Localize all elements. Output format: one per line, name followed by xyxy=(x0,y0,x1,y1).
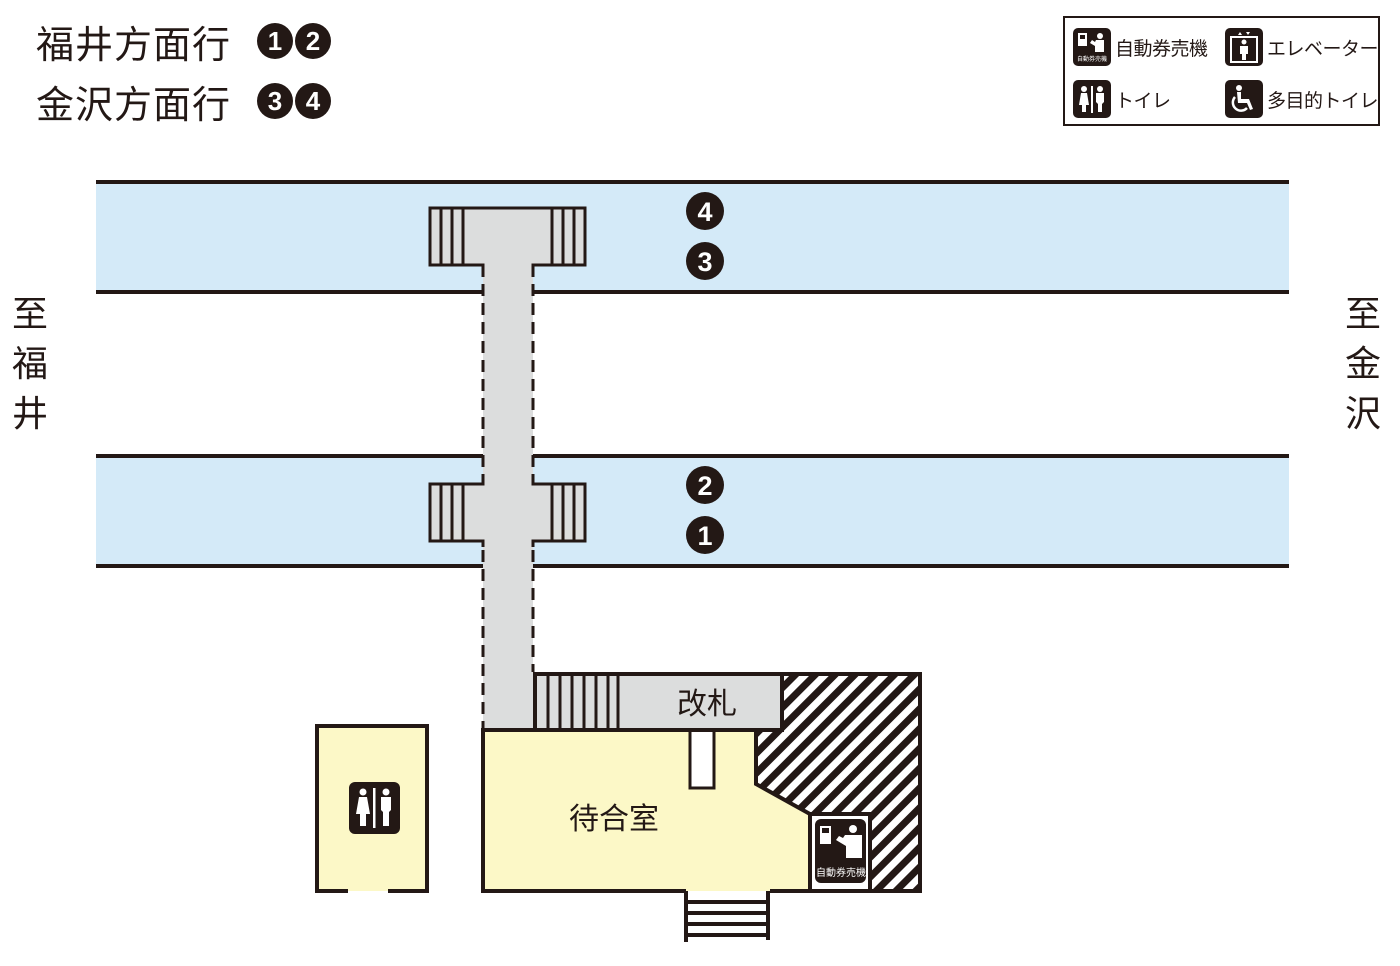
legend-item-restroom: トイレ xyxy=(1073,80,1171,118)
direction-to-kanazawa: 至 金 沢 xyxy=(1343,290,1383,440)
legend-label: 自動券売機 xyxy=(1115,37,1208,60)
direction-to-fukui: 至 福 井 xyxy=(10,290,50,440)
track-line xyxy=(96,180,1289,184)
platform-badge: 1 xyxy=(257,23,294,59)
side-char: 井 xyxy=(11,394,48,435)
ticket-gate-label: 改札 xyxy=(677,687,737,722)
pillar xyxy=(688,728,716,790)
restroom-icon xyxy=(1073,80,1111,118)
restroom-icon xyxy=(349,782,400,834)
track-badge-3: 3 xyxy=(686,242,724,280)
stairs-lower-platform[interactable] xyxy=(428,478,587,547)
direction-fukui: 福井方面行 1 2 xyxy=(36,16,332,67)
svg-text:4: 4 xyxy=(697,197,712,227)
track-line xyxy=(96,290,1289,294)
legend: 自動券売機 自動券売機 エレベーター トイレ xyxy=(1063,16,1380,126)
staff-area xyxy=(756,674,920,891)
wheelchair-icon xyxy=(1225,80,1263,118)
waiting-room-label: 待合室 xyxy=(569,802,659,837)
svg-text:2: 2 xyxy=(697,471,712,501)
legend-label: 多目的トイレ xyxy=(1267,89,1379,112)
waiting-room[interactable]: 待合室 xyxy=(483,728,810,891)
elevator-icon xyxy=(1225,28,1263,66)
track-line xyxy=(96,564,1289,568)
platform-badge: 4 xyxy=(295,83,332,119)
platform-badge: 3 xyxy=(257,83,294,119)
legend-item-elevator: エレベーター xyxy=(1225,28,1379,66)
side-char: 福 xyxy=(11,344,48,385)
svg-text:3: 3 xyxy=(697,247,712,277)
ticket-gate[interactable]: 改札 xyxy=(535,674,782,729)
side-char: 至 xyxy=(11,294,48,335)
direction-label: 金沢方面行 xyxy=(36,82,232,127)
track-badge-4: 4 xyxy=(686,192,724,230)
side-char: 金 xyxy=(1344,344,1381,385)
legend-label: エレベーター xyxy=(1267,37,1379,60)
entrance-stairs[interactable] xyxy=(684,891,770,942)
direction-kanazawa: 金沢方面行 3 4 xyxy=(36,76,332,127)
restroom-building[interactable] xyxy=(315,724,429,893)
ticket-machine[interactable]: 自動券売機 xyxy=(810,814,870,891)
station-building-outline xyxy=(481,672,922,893)
svg-text:1: 1 xyxy=(697,521,712,551)
side-char: 沢 xyxy=(1344,394,1381,435)
svg-text:自動券売機: 自動券売機 xyxy=(1077,55,1107,63)
legend-item-ticket-machine: 自動券売機 自動券売機 xyxy=(1073,28,1208,66)
legend-label: トイレ xyxy=(1115,89,1171,112)
platform-numbers: 3 4 xyxy=(257,83,332,119)
ticket-machine-icon: 自動券売機 xyxy=(1073,28,1111,66)
ticket-machine-caption: 自動券売機 xyxy=(816,866,866,879)
legend-item-accessible-toilet: 多目的トイレ xyxy=(1225,80,1379,118)
side-char: 至 xyxy=(1344,294,1381,335)
direction-label: 福井方面行 xyxy=(36,22,232,67)
stairs-upper-platform[interactable] xyxy=(428,206,587,270)
track-badge-2: 2 xyxy=(686,466,724,504)
track-badge-1: 1 xyxy=(686,516,724,554)
platform-badge: 2 xyxy=(295,23,332,59)
platform-numbers: 1 2 xyxy=(257,23,332,59)
track-line xyxy=(96,454,1289,458)
